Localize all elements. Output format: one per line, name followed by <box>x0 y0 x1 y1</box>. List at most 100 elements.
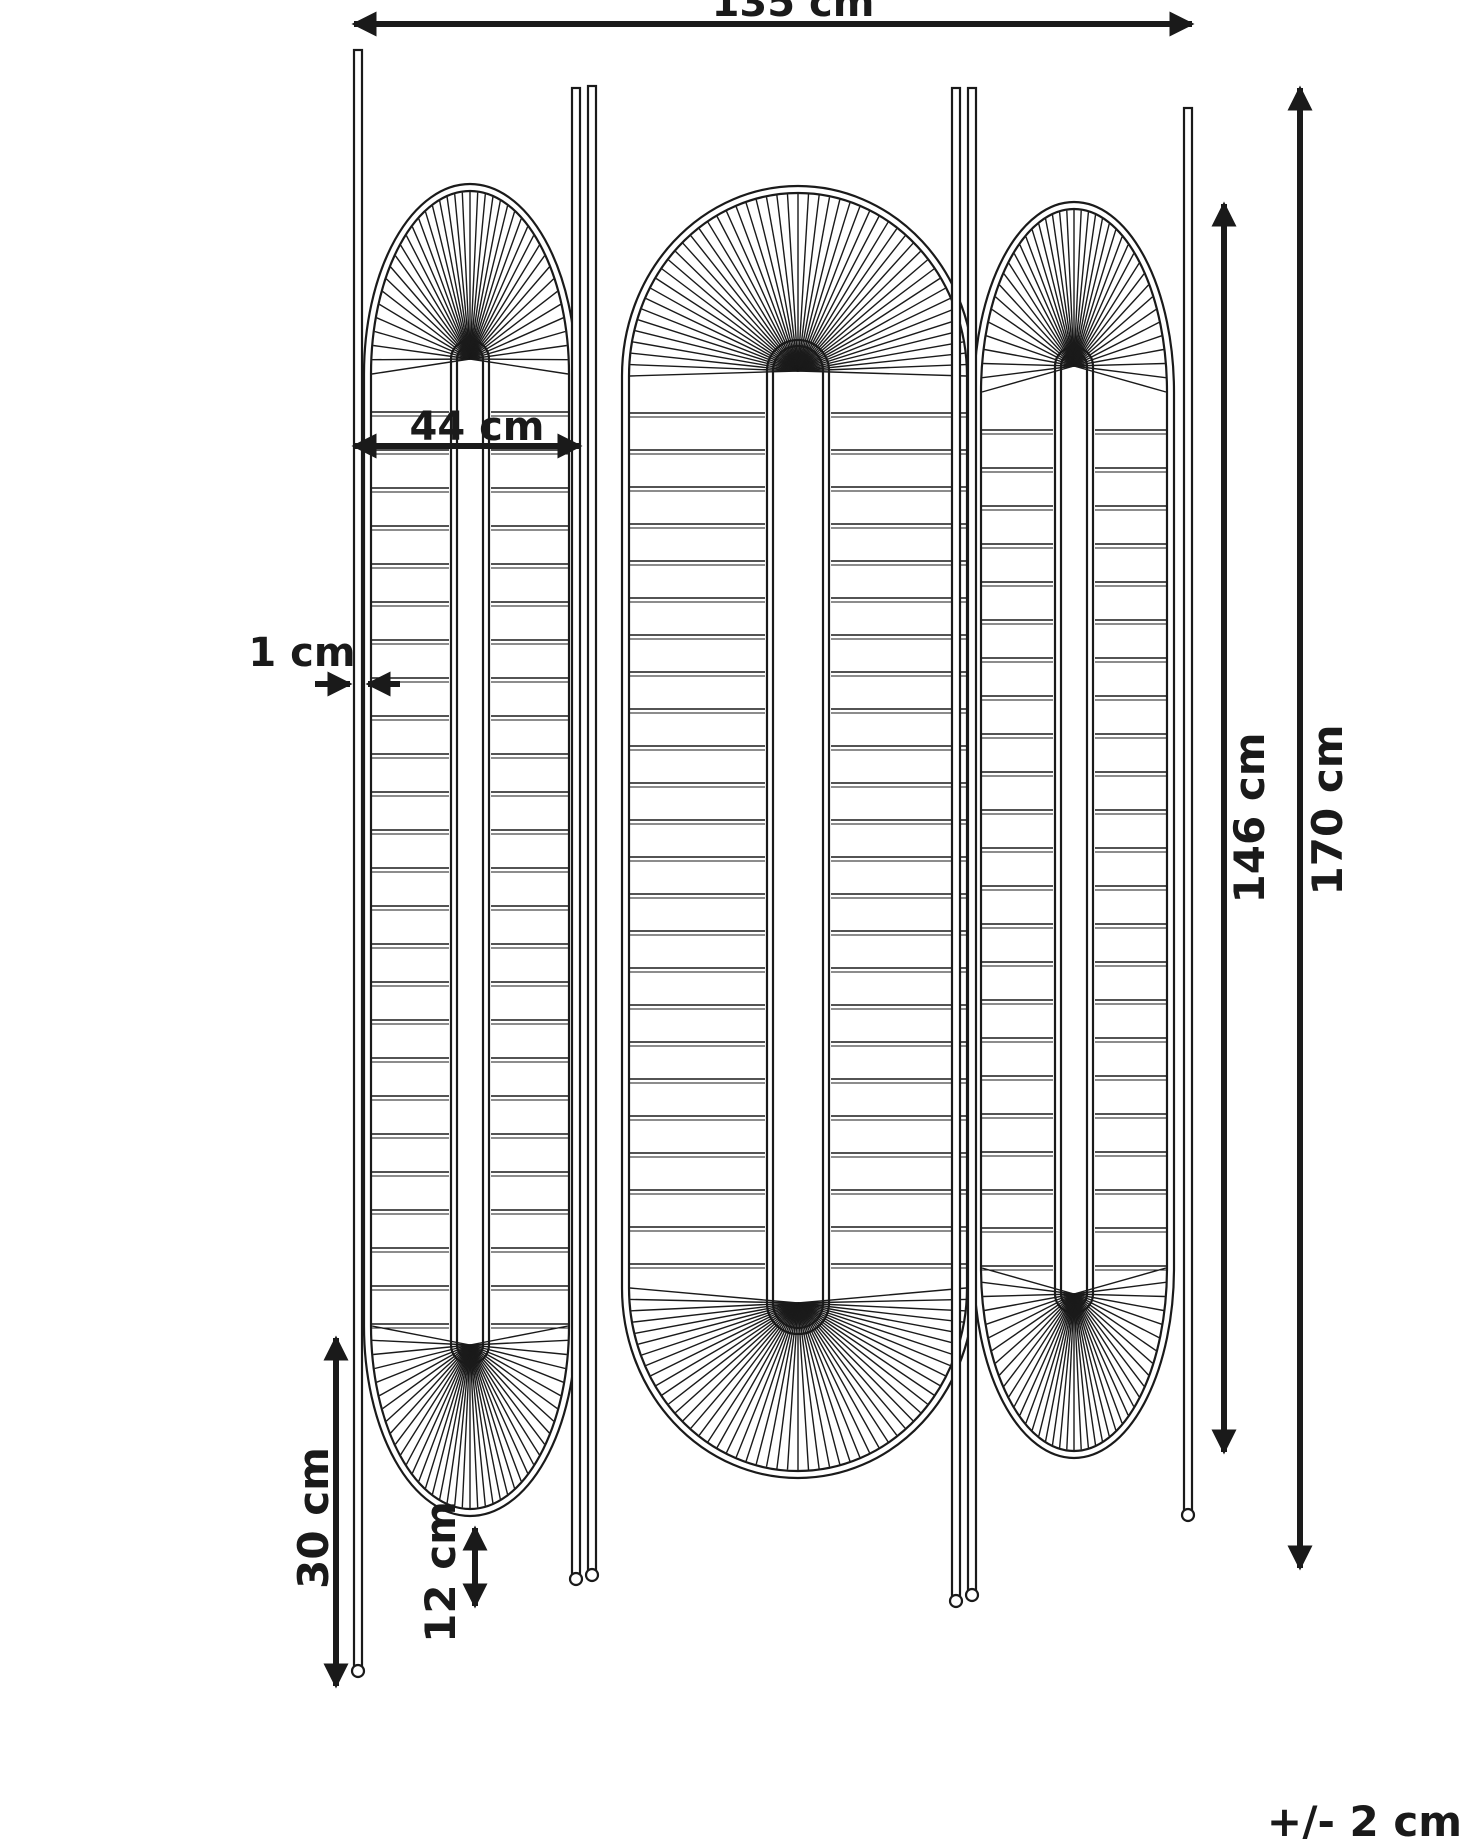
center-panel-top-spoke <box>797 363 966 372</box>
right-panel-bottom-spoke <box>984 1293 1075 1312</box>
center-panel-top-spoke <box>797 287 946 372</box>
center-panel-top-spoke <box>786 194 799 372</box>
pole-1-shaft <box>352 48 364 1670</box>
center-panel-bottom-spoke <box>682 1302 799 1422</box>
left-panel-bottom-spoke <box>372 1339 471 1346</box>
left-panel-bottom-spoke <box>411 1344 471 1474</box>
right-panel-bottom-spoke <box>981 1267 1075 1295</box>
frame-thickness-label: 1 cm <box>248 630 355 676</box>
left-panel-bottom-spoke <box>469 1344 550 1434</box>
center-panel-bottom-spoke <box>797 1302 871 1454</box>
total-width-label: 135 cm <box>712 0 875 26</box>
center-panel-top-spoke <box>797 250 921 372</box>
total-height-label: 170 cm <box>1303 725 1352 896</box>
center-panel-top-spoke <box>797 211 871 372</box>
right-panel-top-spoke <box>1073 212 1090 367</box>
center-panel-top-spoke <box>776 195 799 372</box>
center-panel-top-spoke <box>755 199 799 372</box>
left-panel-bottom-spoke <box>424 1344 471 1489</box>
center-panel-top-spoke <box>797 297 951 372</box>
left-panel-bottom-spoke <box>469 1344 566 1370</box>
right-panel-top-spoke <box>1073 210 1082 367</box>
panel-width-label: 44 cm <box>410 404 545 450</box>
right-panel-top-spoke <box>984 348 1075 367</box>
center-panel-bottom-spoke <box>786 1302 799 1470</box>
center-panel-top-spoke <box>797 235 906 372</box>
center-panel-top-spoke <box>797 330 961 372</box>
center-panel-bottom-spoke <box>650 1302 799 1377</box>
center-panel-bottom-spoke <box>797 1302 820 1469</box>
right-panel-bottom-spoke <box>1073 1293 1097 1446</box>
left-panel-top-spoke <box>424 211 471 360</box>
center-panel-bottom-spoke <box>725 1302 799 1454</box>
center-panel-top-spoke <box>645 297 799 372</box>
center-panel-bottom-spoke <box>797 1302 961 1334</box>
pole-6-foot <box>1180 1507 1196 1523</box>
center-panel-top-spoke <box>632 341 799 372</box>
right-panel-top-spoke <box>1073 236 1123 367</box>
center-panel-top-spoke <box>635 330 799 372</box>
right-panel-top-spoke <box>995 296 1075 367</box>
right-panel-center-slot-inner <box>1059 351 1089 1309</box>
pole-4-foot <box>948 1593 964 1609</box>
center-panel-top-spoke <box>631 352 799 372</box>
left-panel-center-slot-inner <box>455 344 485 1360</box>
center-panel-bottom-spoke <box>631 1302 799 1312</box>
pole-2-foot <box>568 1571 584 1587</box>
right-panel-bottom-spoke <box>1073 1293 1140 1398</box>
right-panel-bottom-spoke <box>1073 1293 1090 1448</box>
right-panel-top-spoke <box>983 362 1075 367</box>
center-panel-top-spoke <box>765 197 799 372</box>
pole-1 <box>350 48 366 1679</box>
center-panel-top-spoke <box>690 235 799 372</box>
center-panel-bottom-spoke <box>668 1302 799 1405</box>
center-panel-bottom-spoke <box>797 1302 861 1458</box>
center-panel-top-spoke <box>797 197 831 372</box>
right-panel-bottom-spoke <box>1073 1293 1153 1364</box>
left-panel-top-spoke <box>418 218 471 360</box>
center-panel-bottom-spoke <box>690 1302 799 1429</box>
right-panel-bottom-spoke <box>1025 1293 1075 1424</box>
left-panel-bottom-spoke <box>469 1344 522 1482</box>
center-panel-top-spoke <box>682 242 799 372</box>
center-panel-top-spoke <box>637 319 799 372</box>
center-panel-bottom-spoke <box>765 1302 799 1467</box>
left-panel-top-spoke <box>379 303 471 360</box>
left-panel-bottom-spoke <box>376 1344 471 1383</box>
right-panel-top-spoke <box>991 308 1075 367</box>
right-panel-bottom-spoke <box>1073 1293 1145 1387</box>
center-panel-bottom-spoke <box>797 1302 851 1462</box>
right-panel-bottom-spoke <box>1073 1293 1149 1376</box>
right-panel-bottom-spoke <box>995 1293 1075 1364</box>
left-panel-inner-frame <box>369 189 571 1511</box>
right-panel-top-spoke <box>1073 321 1160 367</box>
right-panel-top-spoke <box>999 284 1075 367</box>
right-panel-bottom-spoke <box>1008 1293 1075 1398</box>
center-panel-bottom-spoke <box>797 1302 965 1312</box>
left-panel-bottom-spoke <box>469 1344 509 1495</box>
center-panel-bottom-spoke <box>776 1302 799 1469</box>
center-panel-bottom-spoke <box>661 1302 799 1396</box>
right-panel-bottom-spoke <box>1073 1293 1135 1407</box>
center-panel-top-spoke <box>716 216 799 372</box>
right-panel-bottom-spoke <box>1066 1293 1075 1450</box>
center-panel-top-spoke <box>797 352 965 372</box>
pole-3-shaft <box>586 84 598 1574</box>
pole-6-shaft <box>1182 106 1194 1514</box>
right-panel-bottom-spoke <box>1073 1293 1104 1442</box>
center-panel-bottom-spoke <box>797 1287 967 1304</box>
center-panel-bottom-spoke <box>707 1302 799 1443</box>
center-panel <box>620 184 976 1480</box>
left-panel-bottom-spoke <box>390 1344 471 1434</box>
left-panel-bottom-spoke <box>439 1344 471 1500</box>
right-panel-bottom-spoke <box>986 1293 1075 1325</box>
right-panel-top-spoke <box>988 321 1075 367</box>
left-panel-top-spoke <box>405 235 471 360</box>
left-panel-bottom-spoke <box>469 1344 555 1422</box>
center-panel-bottom-spoke <box>797 1302 941 1387</box>
left-panel-bottom-spoke <box>469 1344 516 1489</box>
tolerance-note: +/- 2 cm <box>1267 1797 1462 1839</box>
left-panel-top-spoke <box>394 255 471 360</box>
center-panel-bottom-spoke <box>735 1302 799 1458</box>
pole-4 <box>948 86 964 1609</box>
